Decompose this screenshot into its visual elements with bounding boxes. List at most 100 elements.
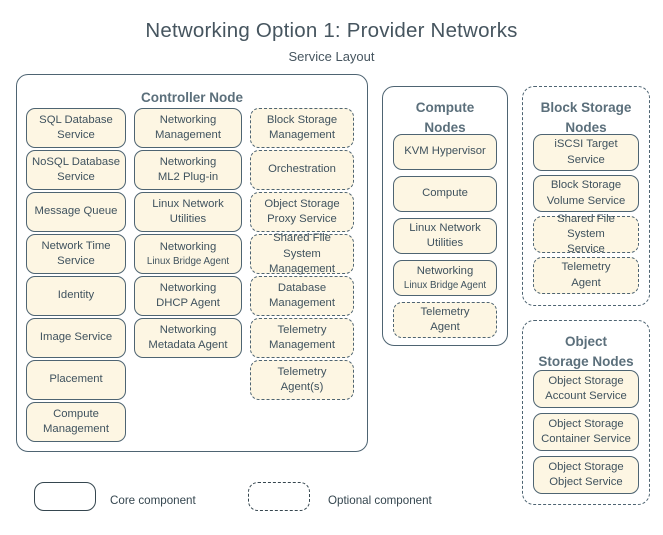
component-label-line-2: Service [57, 129, 95, 141]
component-label-line-2: Management [269, 339, 335, 351]
component-label-line-2: Linux Bridge Agent [403, 280, 487, 291]
group-controller-node: Controller Node [16, 74, 368, 452]
component-label-line-2: Utilities [169, 213, 207, 225]
component-label-line-1: Telemetry [277, 365, 327, 378]
component-label-line-2: Service [57, 171, 95, 183]
component-label-line-2: ML2 Plug-in [157, 171, 219, 183]
component-label-line-1: NoSQL Database [31, 155, 121, 168]
component-label-line-2: Utilities [426, 237, 464, 249]
component-label-line-1: Object Storage [548, 460, 624, 473]
component-label-line-2: Metadata Agent [148, 339, 228, 351]
component-label: Image Service [40, 330, 112, 345]
component-label-line-1: Database [277, 281, 327, 294]
component-label-line-1: Telemetry [561, 261, 611, 274]
component-orchestration[interactable]: Orchestration [250, 150, 354, 190]
component-identity[interactable]: Identity [26, 276, 126, 316]
component-label: Compute [422, 186, 468, 201]
group-compute-nodes: Compute Nodes [382, 86, 508, 346]
component-label-line-2: DHCP Agent [156, 297, 220, 309]
legend-core-swatch [34, 482, 96, 511]
component-label-line-1: Orchestration [268, 163, 336, 176]
component-label-line-2: Agent(s) [280, 381, 324, 393]
component-compute-compute[interactable]: Compute [393, 176, 497, 212]
component-label: Identity [58, 288, 94, 303]
component-label-line-1: Shared File System [273, 232, 331, 260]
component-image-service[interactable]: Image Service [26, 318, 126, 358]
legend-optional-swatch [248, 482, 310, 511]
component-label-line-2: Object Service [549, 476, 623, 488]
component-placement[interactable]: Placement [26, 360, 126, 400]
component-label-line-1: Telemetry [277, 323, 327, 336]
component-label-line-2: Management [269, 129, 335, 141]
component-label-line-1: Object Storage [264, 197, 340, 210]
page-title: Networking Option 1: Provider Networks [145, 19, 518, 42]
component-label-line-1: Networking [159, 240, 217, 253]
component-label-line-1: Compute [53, 407, 99, 420]
component-label-line-1: Networking [159, 323, 217, 336]
component-label-line-1: Compute [422, 187, 468, 200]
component-label-line-1: Block Storage [550, 179, 622, 192]
group-title-line-2: Nodes [424, 119, 466, 135]
component-label-line-2: Agent [571, 276, 601, 289]
group-title-object-storage-nodes: Object Storage Nodes [523, 332, 649, 371]
component-label-line-1: iSCSI Target [554, 138, 618, 151]
component-label-line-1: Identity [57, 289, 95, 302]
component-label-line-1: Networking [159, 281, 217, 294]
component-label: Placement [49, 372, 102, 387]
component-label-line-1: Block Storage [266, 113, 338, 126]
component-label-line-1: Image Service [39, 331, 113, 344]
component-message-queue[interactable]: Message Queue [26, 192, 126, 232]
component-label-line-2: Agent [430, 321, 460, 333]
component-label: Orchestration [268, 162, 336, 177]
component-compute-kvm-hypervisor[interactable]: KVM Hypervisor [393, 134, 497, 170]
group-title-block-storage-nodes: Block Storage Nodes [523, 98, 649, 137]
component-label-line-2: Service [567, 243, 605, 256]
component-label: Message Queue [35, 204, 118, 219]
component-label-line-2: Service [567, 153, 605, 166]
component-label-line-1: SQL Database [39, 113, 113, 126]
